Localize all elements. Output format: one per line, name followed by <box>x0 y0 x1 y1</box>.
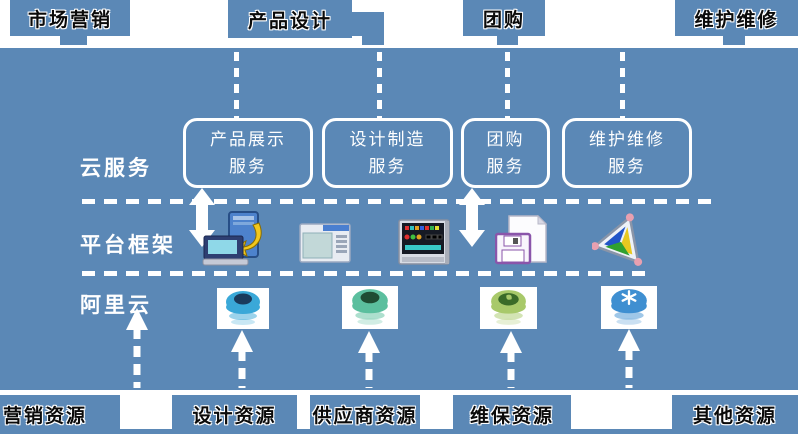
up-arrow-icon <box>126 308 148 388</box>
dashed-separator-bottom <box>82 271 648 276</box>
service-label-line1: 团购 <box>486 130 525 149</box>
connector-stem <box>723 32 745 45</box>
double-arrow-icon <box>459 188 485 247</box>
service-box-design-manufacture: 设计制造 服务 <box>322 118 453 188</box>
connector-stem <box>362 30 384 45</box>
up-arrow-icon <box>358 331 380 388</box>
service-label-line1: 维护维修 <box>589 130 665 149</box>
bottom-box-design-resources: 设计资源 <box>172 395 297 434</box>
connector-stem <box>60 32 87 45</box>
dashed-connector-vertical <box>234 52 239 118</box>
up-arrow-icon <box>618 329 640 388</box>
service-label-line2: 服务 <box>608 157 646 176</box>
top-box-group-buy: 团购 <box>463 0 545 36</box>
up-arrow-icon <box>500 331 522 388</box>
top-box-maintenance: 维护维修 <box>675 0 798 36</box>
row-label-platform-framework: 平台框架 <box>80 234 176 257</box>
dashed-separator-top <box>82 199 718 204</box>
row-label-cloud-services: 云服务 <box>80 157 152 180</box>
top-box-marketing: 市场营销 <box>10 0 130 36</box>
top-box-product-design: 产品设计 <box>228 0 352 38</box>
service-label-line1: 设计制造 <box>349 130 426 149</box>
bottom-box-marketing-resources: 营销资源 <box>0 395 120 434</box>
double-arrow-icon <box>189 188 215 247</box>
save-document-icon <box>495 215 547 265</box>
main-panel <box>0 48 798 390</box>
cloud-dome-green-icon <box>480 287 537 329</box>
connector-stem <box>497 32 518 45</box>
service-box-maintenance: 维护维修 服务 <box>562 118 692 188</box>
workstation-deploy-icon <box>202 211 262 266</box>
service-label-line2: 服务 <box>229 157 267 176</box>
control-panel-icon <box>398 219 450 265</box>
cloud-dome-blue-icon <box>217 288 269 329</box>
service-box-product-display: 产品展示 服务 <box>183 118 313 188</box>
up-arrow-icon <box>231 330 253 388</box>
service-label-line1: 产品展示 <box>210 130 286 149</box>
service-label-line2: 服务 <box>368 157 407 176</box>
bottom-box-maintenance-resources: 维保资源 <box>453 395 571 434</box>
bottom-box-other-resources: 其他资源 <box>672 395 798 434</box>
bottom-box-supplier-resources: 供应商资源 <box>310 395 420 434</box>
cloud-dome-teal-icon <box>342 286 398 329</box>
dashed-connector-vertical <box>377 52 382 118</box>
service-label-line2: 服务 <box>486 157 525 176</box>
cloud-dome-snowflake-icon <box>601 286 657 329</box>
window-form-icon <box>299 223 351 263</box>
dashed-connector-vertical <box>620 52 625 118</box>
prism-sign-icon <box>592 213 643 266</box>
row-label-aliyun: 阿里云 <box>80 294 152 317</box>
dashed-connector-vertical <box>505 52 510 118</box>
service-box-group-buy: 团购 服务 <box>461 118 550 188</box>
